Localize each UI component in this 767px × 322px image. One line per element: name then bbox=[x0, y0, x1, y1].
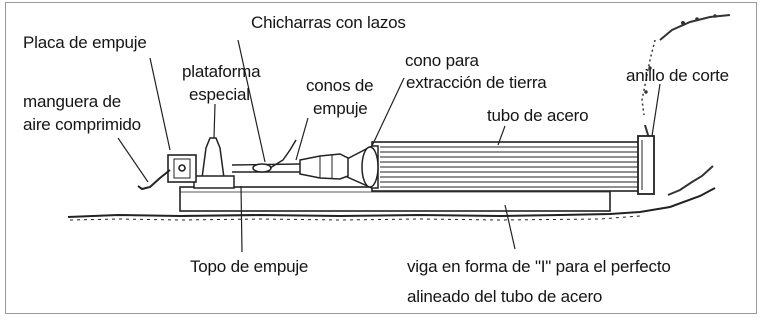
label-manguera-2: aire comprimido bbox=[23, 115, 141, 134]
cutting-ring bbox=[637, 135, 655, 195]
steel-pipe bbox=[371, 141, 641, 192]
thrust-plate bbox=[167, 154, 197, 183]
label-conos-empuje-1: conos de bbox=[306, 76, 374, 95]
label-conos-empuje-2: empuje bbox=[313, 99, 368, 118]
label-topo-empuje: Topo de empuje bbox=[190, 257, 309, 276]
label-viga-2: alineado del tubo de acero bbox=[407, 287, 603, 306]
leader-lines bbox=[117, 39, 661, 253]
label-anillo-corte: anillo de corte bbox=[626, 66, 729, 85]
earth-wall bbox=[641, 14, 731, 196]
label-chicharras: Chicharras con lazos bbox=[251, 13, 406, 32]
extraction-cone bbox=[344, 145, 379, 189]
ground-line bbox=[67, 187, 716, 221]
figure-border bbox=[5, 2, 757, 314]
label-viga-1: viga en forma de "I" para el perfecto bbox=[407, 257, 671, 276]
label-tubo-acero: tubo de acero bbox=[487, 106, 589, 125]
label-plataforma-2: especial bbox=[189, 85, 250, 104]
label-cono-extraccion-2: extracción de tierra bbox=[406, 73, 547, 92]
label-manguera-1: manguera de bbox=[23, 92, 121, 111]
label-cono-extraccion-1: cono para bbox=[405, 51, 479, 70]
label-placa-empuje: Placa de empuje bbox=[23, 33, 147, 52]
ratchet bbox=[252, 139, 297, 173]
push-cones bbox=[299, 153, 349, 180]
air-hose bbox=[137, 169, 171, 191]
label-plataforma-1: plataforma bbox=[182, 62, 261, 81]
special-platform bbox=[193, 137, 235, 189]
